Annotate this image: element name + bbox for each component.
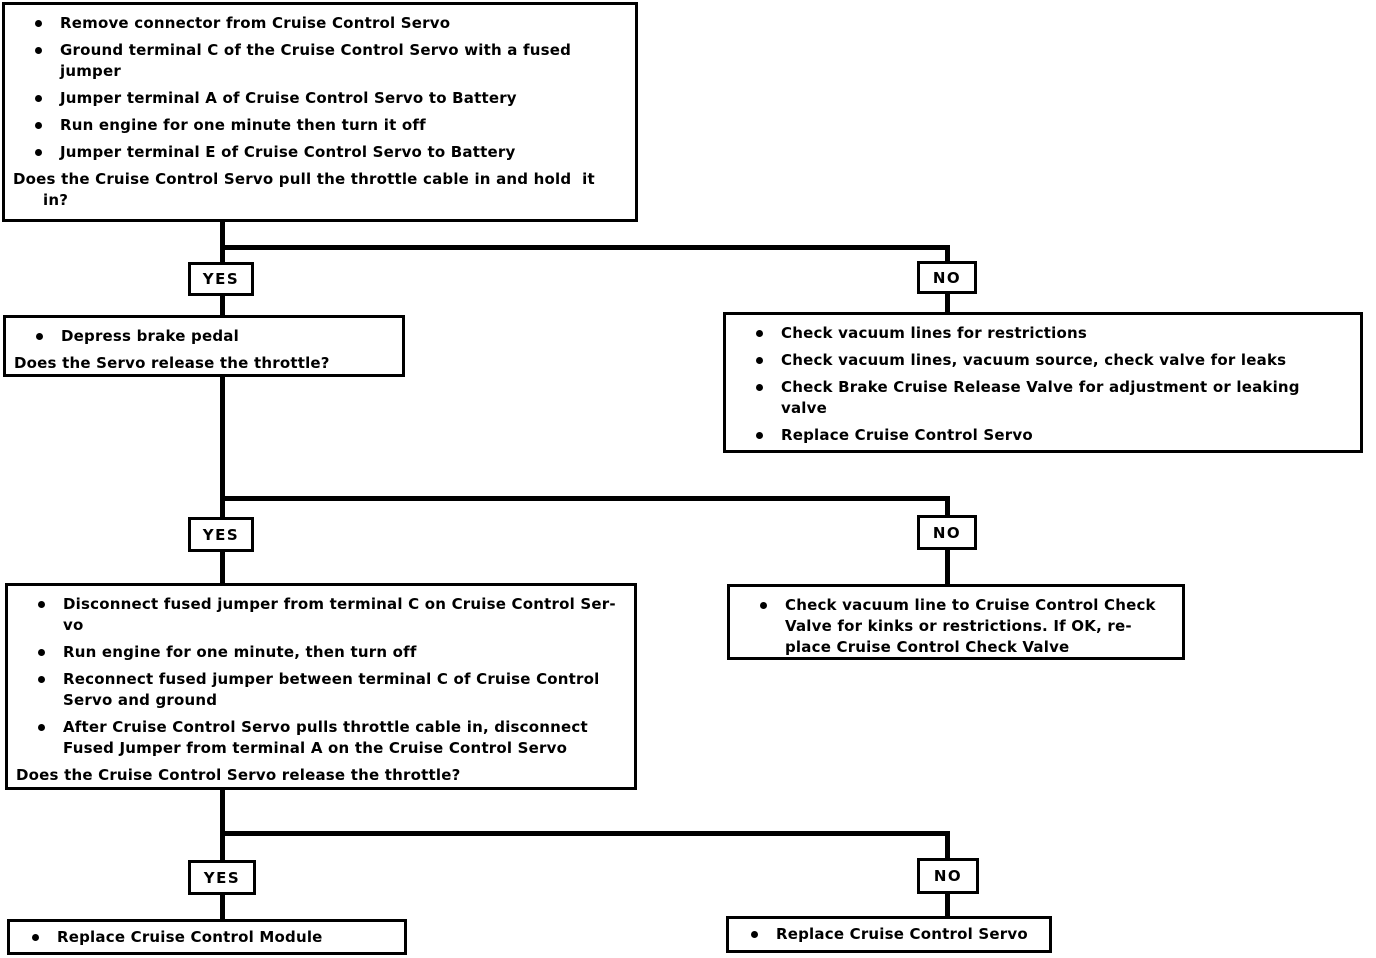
connector-line [220,296,225,315]
bullet-text: Replace Cruise Control Servo [781,426,1033,444]
bullet-icon [35,95,42,102]
flow-box-step4-yes: Replace Cruise Control Module [7,919,407,955]
no-text: NO [932,523,962,542]
connector-line [945,496,950,515]
bullet-icon [35,122,42,129]
connector-line [945,831,950,858]
flow-box-step1: Remove connector from Cruise Control Ser… [2,2,638,222]
bullet-text: Run engine for one minute, then turn off [63,643,417,661]
no-text: NO [933,867,963,885]
bullet-icon [35,20,42,27]
flow-box-step3-yes: Disconnect fused jumper from terminal C … [5,583,637,790]
bullet-icon [32,933,39,941]
list-item: Run engine for one minute then turn it o… [13,115,627,136]
flow-box-step4-no: Replace Cruise Control Servo [726,916,1052,953]
question-text: Does the Cruise Control Servo release th… [16,766,461,784]
bullet-text: Run engine for one minute then turn it o… [60,116,426,134]
bullet-icon [751,931,758,938]
bullet-text: Depress brake pedal [61,327,239,345]
list-item: Jumper terminal E of Cruise Control Serv… [13,142,627,163]
list-item: Remove connector from Cruise Control Ser… [13,13,627,34]
connector-line [220,552,225,583]
bullet-icon [38,724,45,731]
bullet-text: Replace Cruise Control Module [57,927,323,946]
bullet-icon [36,333,43,340]
connector-line [220,831,950,836]
bullet-text: Ground terminal C of the Cruise Control … [60,41,572,80]
bullet-text: Check vacuum lines, vacuum source, check… [781,351,1287,369]
yes-label-1: YES [188,262,254,296]
no-text: NO [932,268,962,287]
bullet-text: After Cruise Control Servo pulls throttl… [63,718,588,757]
list-item: Run engine for one minute, then turn off [16,642,626,663]
list-item: Depress brake pedal [14,326,394,347]
bullet-text: Check Brake Cruise Release Valve for adj… [781,378,1300,417]
connector-line [945,294,950,312]
list-item: Jumper terminal A of Cruise Control Serv… [13,88,627,109]
connector-line [945,550,950,584]
bullet-text: Reconnect fused jumper between terminal … [63,670,600,709]
list-item: Replace Cruise Control Module [10,927,323,948]
list-item: Ground terminal C of the Cruise Control … [13,40,627,82]
bullet-icon [760,602,767,609]
bullet-icon [35,149,42,156]
question-text: Does the Cruise Control Servo pull the t… [13,170,595,209]
bullet-text: Jumper terminal E of Cruise Control Serv… [60,143,516,161]
bullet-icon [756,357,763,364]
connector-line [220,790,225,860]
yes-text: YES [202,270,240,288]
yes-label-3: YES [188,860,256,895]
flow-box-step3-no: Check vacuum line to Cruise Control Chec… [727,584,1185,660]
no-label-3: NO [917,858,979,894]
list-item: Check vacuum lines, vacuum source, check… [734,350,1352,371]
bullet-text: Check vacuum lines for restrictions [781,324,1088,342]
bullet-text: Remove connector from Cruise Control Ser… [60,14,451,32]
flow-box-step2-no: Check vacuum lines for restrictions Chec… [723,312,1363,453]
no-label-2: NO [917,515,977,550]
list-item: Check Brake Cruise Release Valve for adj… [734,377,1352,419]
list-item: Check vacuum lines for restrictions [734,323,1352,344]
list-item: Reconnect fused jumper between terminal … [16,669,626,711]
connector-line [220,496,950,501]
list-item: After Cruise Control Servo pulls throttl… [16,717,626,759]
list-item: Check vacuum line to Cruise Control Chec… [738,595,1174,658]
connector-line [220,245,950,250]
yes-text: YES [202,525,240,544]
bullet-text: Disconnect fused jumper from terminal C … [63,595,616,634]
bullet-text: Check vacuum line to Cruise Control Chec… [785,596,1156,656]
bullet-icon [35,47,42,54]
bullet-icon [756,384,763,391]
list-item: Disconnect fused jumper from terminal C … [16,594,626,636]
bullet-icon [38,601,45,608]
connector-line [220,895,225,919]
yes-label-2: YES [188,517,254,552]
bullet-icon [756,330,763,337]
yes-text: YES [203,868,241,887]
bullet-text: Replace Cruise Control Servo [776,925,1028,943]
bullet-text: Jumper terminal A of Cruise Control Serv… [60,89,517,107]
bullet-icon [38,676,45,683]
connector-line [945,894,950,916]
no-label-1: NO [917,261,977,294]
list-item: Replace Cruise Control Servo [734,425,1352,446]
connector-line [220,377,225,517]
bullet-icon [38,649,45,656]
bullet-icon [756,432,763,439]
list-item: Replace Cruise Control Servo [729,924,1028,945]
flow-box-step2-yes: Depress brake pedal Does the Servo relea… [3,315,405,377]
connector-line [945,245,950,262]
question-text: Does the Servo release the throttle? [14,354,330,372]
connector-line [220,222,225,262]
